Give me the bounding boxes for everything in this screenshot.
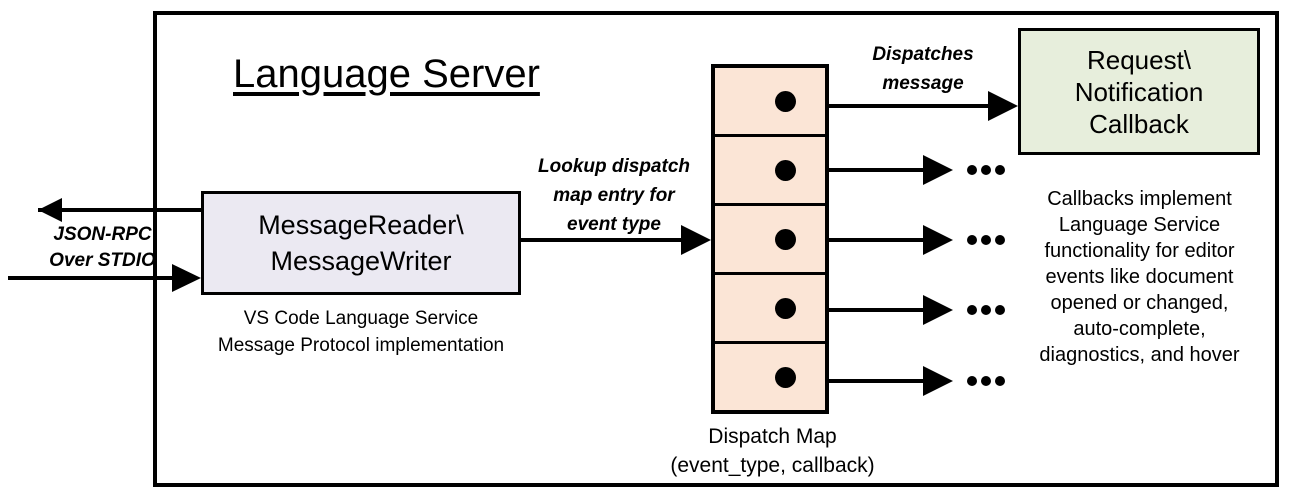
dispatch-caption-line-2: (event_type, callback) [670,454,875,477]
callback-caption-line-1: Callbacks implement [1047,188,1232,210]
jsonrpc-label-line-2: Over STDIO [49,250,156,271]
callback-dot-icon [775,160,796,181]
lookup-label-line-2: map entry for [553,185,675,206]
message-reader-label: MessageReader\ [258,210,464,240]
callback-box-caption: Callbacks implement Language Service fun… [1012,186,1267,368]
dispatch-map-row-3[interactable] [715,206,825,275]
page-title: Language Server [233,52,540,96]
dispatches-label-line-2: message [882,73,964,94]
lookup-label-line-3: event type [567,214,661,235]
callback-box-line-3: Callback [1089,108,1189,139]
dispatch-map-row-2[interactable] [715,137,825,206]
callback-box-line-2: Notification [1074,76,1204,107]
request-notification-callback-box[interactable]: Request\ Notification Callback [1018,28,1260,155]
dispatch-map-row-1[interactable] [715,68,825,137]
dispatch-map-table[interactable] [711,64,829,414]
callback-dot-icon [775,91,796,112]
callback-caption-line-6: auto-complete, [1073,318,1206,340]
callback-caption-line-5: opened or changed, [1050,292,1229,314]
lookup-label-line-1: Lookup dispatch [538,156,690,177]
dispatch-caption-line-1: Dispatch Map [708,425,837,448]
callback-caption-line-3: functionality for editor [1044,240,1235,262]
callback-dot-icon [775,367,796,388]
dispatch-map-row-5[interactable] [715,344,825,410]
lookup-dispatch-label: Lookup dispatch map entry for event type [516,152,712,239]
callback-caption-line-4: events like document [1045,266,1234,288]
dispatch-map-row-4[interactable] [715,275,825,344]
message-writer-label: MessageWriter [270,246,452,276]
dispatches-label-line-1: Dispatches [872,44,974,65]
jsonrpc-label-line-1: JSON-RPC [53,224,152,245]
dispatches-message-label: Dispatches message [833,40,1013,98]
dispatch-map-caption: Dispatch Map (event_type, callback) [655,422,890,480]
callback-caption-line-7: diagnostics, and hover [1039,344,1240,366]
reader-caption-line-1: VS Code Language Service [243,308,479,329]
callback-caption-line-2: Language Service [1058,214,1221,236]
language-server-boundary [153,11,1279,487]
message-reader-writer-caption: VS Code Language Service Message Protoco… [181,305,541,359]
jsonrpc-protocol-label: JSON-RPC Over STDIO [20,222,185,274]
reader-caption-line-2: Message Protocol implementation [217,335,505,356]
callback-dot-icon [775,229,796,250]
callback-dot-icon [775,298,796,319]
message-reader-writer-box[interactable]: MessageReader\ MessageWriter [201,191,521,295]
callback-box-line-1: Request\ [1086,44,1192,75]
